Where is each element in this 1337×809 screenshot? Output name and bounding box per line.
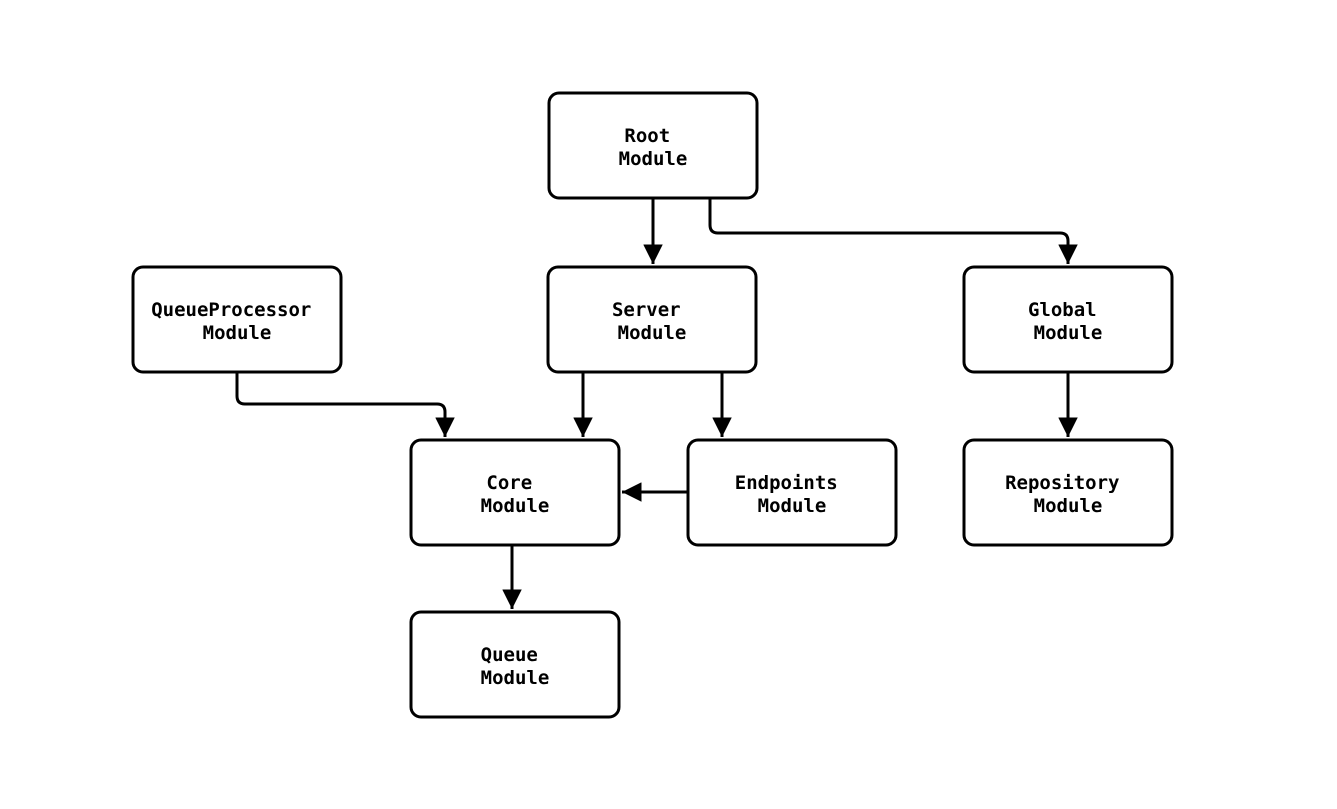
node-server-label: Server Module [612,299,692,344]
nodes-group: Root Module QueueProcessor Module Server… [131,91,1174,719]
node-core-module: Core Module [409,438,621,547]
edge-root-to-global [708,198,1078,264]
node-queue-box [409,610,621,719]
node-server-module: Server Module [546,265,758,374]
node-global-module: Global Module [962,265,1174,374]
node-root-module: Root Module [547,91,759,200]
node-endpoints-label: Endpoints Module [735,472,849,517]
node-repository-box [962,438,1174,547]
node-queue-module: Queue Module [409,610,621,719]
node-queueprocessor-label: QueueProcessor Module [151,299,323,344]
node-server-box [546,265,758,374]
node-endpoints-box [686,438,898,547]
node-queueprocessor-box [131,265,343,374]
node-repository-module: Repository Module [962,438,1174,547]
node-global-box [962,265,1174,374]
node-core-label: Core Module [481,472,550,517]
node-endpoints-module: Endpoints Module [686,438,898,547]
node-global-label: Global Module [1028,299,1108,344]
node-root-label: Root Module [619,125,688,170]
node-queue-label: Queue Module [481,644,550,689]
node-queueprocessor-module: QueueProcessor Module [131,265,343,374]
edge-queueprocessor-to-core [235,372,455,437]
edges-group [235,198,1078,609]
node-root-box [547,91,759,200]
node-repository-label: Repository Module [1005,472,1131,517]
node-core-box [409,438,621,547]
